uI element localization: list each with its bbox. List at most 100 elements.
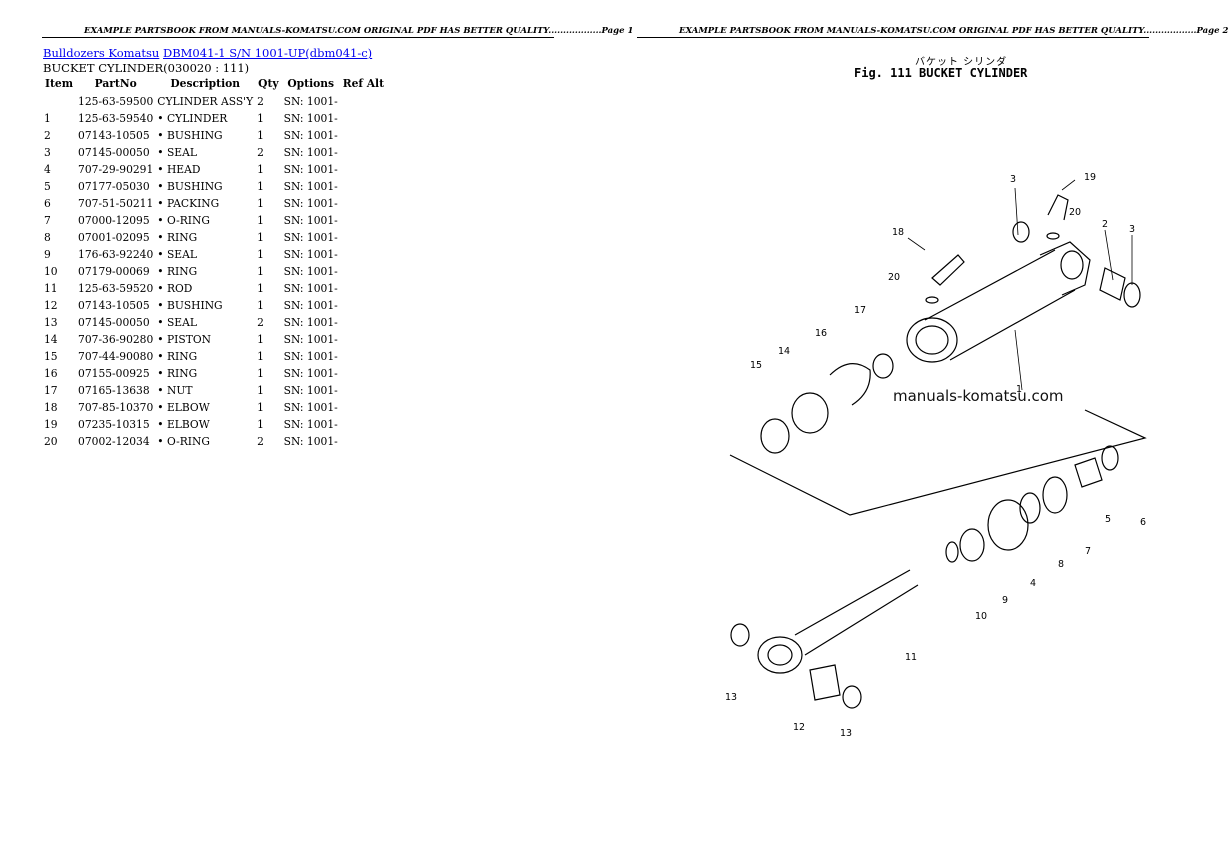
callout-label: 13 <box>725 692 737 703</box>
o-ring-part-20-left <box>925 296 939 304</box>
piston-part-14 <box>791 392 829 434</box>
cell-refalt <box>340 178 387 195</box>
packing-part-6 <box>1101 445 1119 471</box>
cell-qty: 1 <box>257 384 264 397</box>
cell-partno: 07155-00925 <box>78 367 150 380</box>
cell-item: 17 <box>44 384 58 397</box>
cell-item: 2 <box>44 129 51 142</box>
cell-partno: 707-36-90280 <box>78 333 154 346</box>
o-ring-part-20-top <box>1046 232 1060 240</box>
cell-partno: 707-85-10370 <box>78 401 154 414</box>
cell-qty: 1 <box>257 367 264 380</box>
leader-1 <box>1014 329 1023 391</box>
cell-item: 10 <box>44 265 58 278</box>
cell-partno: 07143-10505 <box>78 129 150 142</box>
cell-refalt <box>340 348 387 365</box>
callout-label: 11 <box>905 652 917 663</box>
assembly-bracket-line <box>729 409 1147 516</box>
leader-19 <box>1061 179 1076 191</box>
breadcrumb-link-category[interactable]: Bulldozers Komatsu <box>43 46 160 60</box>
cell-qty: 1 <box>257 282 264 295</box>
page-header-right: EXAMPLE PARTSBOOK FROM MANUALS-KOMATSU.C… <box>679 26 1228 36</box>
callout-label: 13 <box>840 728 852 739</box>
figure-title: Fig. 111 BUCKET CYLINDER <box>854 66 1028 80</box>
watermark-text: manuals-komatsu.com <box>893 387 1064 405</box>
bushing-part-5 <box>1074 457 1103 488</box>
cell-options: SN: 1001- <box>283 418 338 431</box>
breadcrumb-link-model[interactable]: DBM041-1 S/N 1001-UP(dbm041-c) <box>162 46 373 60</box>
cell-refalt <box>340 280 387 297</box>
rod-part-11 <box>794 569 919 656</box>
ring-part-15 <box>760 418 790 454</box>
cell-qty: 1 <box>257 248 264 261</box>
cell-refalt <box>340 144 387 161</box>
nut-part-17 <box>872 353 894 379</box>
page-header-left: EXAMPLE PARTSBOOK FROM MANUALS-KOMATSU.C… <box>84 26 634 36</box>
cell-qty: 1 <box>257 350 264 363</box>
cell-description: • ROD <box>157 282 193 295</box>
cell-partno: 07235-10315 <box>78 418 150 431</box>
cylinder-tube <box>924 249 1076 361</box>
ring-part-16 <box>829 363 871 406</box>
callout-label: 19 <box>1084 172 1096 183</box>
cell-options: SN: 1001- <box>283 367 338 380</box>
cell-options: SN: 1001- <box>283 384 338 397</box>
cell-item: 19 <box>44 418 58 431</box>
cell-item: 1 <box>44 112 51 125</box>
cell-qty: 1 <box>257 180 264 193</box>
callout-label: 8 <box>1058 559 1064 570</box>
callout-label: 17 <box>854 305 866 316</box>
cell-refalt <box>340 382 387 399</box>
cell-options: SN: 1001- <box>283 333 338 346</box>
cell-partno: 07000-12095 <box>78 214 150 227</box>
cell-description: • PISTON <box>157 333 211 346</box>
cell-qty: 1 <box>257 129 264 142</box>
elbow-part-18 <box>931 254 965 286</box>
cell-qty: 2 <box>257 435 264 448</box>
header-rule-right <box>637 37 1149 38</box>
leader-lines <box>907 179 1133 391</box>
callout-label: 3 <box>1010 174 1016 185</box>
cell-refalt <box>340 297 387 314</box>
cell-partno: 07165-13638 <box>78 384 150 397</box>
bushing-part-12 <box>809 664 841 701</box>
cell-partno: 707-51-50211 <box>78 197 154 210</box>
cell-options: SN: 1001- <box>283 129 338 142</box>
column-header-partno: PartNo <box>94 77 137 90</box>
cell-description: • O-RING <box>157 435 210 448</box>
figure-japanese-title: バケット シリンダ <box>915 57 1008 68</box>
cell-partno: 07145-00050 <box>78 146 150 159</box>
cell-partno: 176-63-92240 <box>78 248 154 261</box>
callout-label: 1 <box>1016 384 1022 395</box>
cell-item: 18 <box>44 401 58 414</box>
callout-label: 20 <box>1069 207 1081 218</box>
cell-partno: 07143-10505 <box>78 299 150 312</box>
cell-partno: 125-63-59540 <box>78 112 154 125</box>
cylinder-bore-inner <box>915 325 949 355</box>
callout-label: 14 <box>778 346 790 357</box>
parts-table: Item PartNo Description Qty Options Ref … <box>42 76 387 450</box>
cell-refalt <box>340 399 387 416</box>
cell-options: SN: 1001- <box>283 112 338 125</box>
cell-item <box>42 93 76 110</box>
cell-options: SN: 1001- <box>283 248 338 261</box>
seal-part-13-lower <box>842 685 862 709</box>
column-header-options: Options <box>287 77 335 90</box>
cell-description: • CYLINDER <box>157 112 228 125</box>
cell-options: SN: 1001- <box>283 265 338 278</box>
cell-description: • RING <box>157 265 198 278</box>
cell-qty: 2 <box>257 146 264 159</box>
ring-part-8 <box>1019 492 1041 524</box>
cell-item: 13 <box>44 316 58 329</box>
